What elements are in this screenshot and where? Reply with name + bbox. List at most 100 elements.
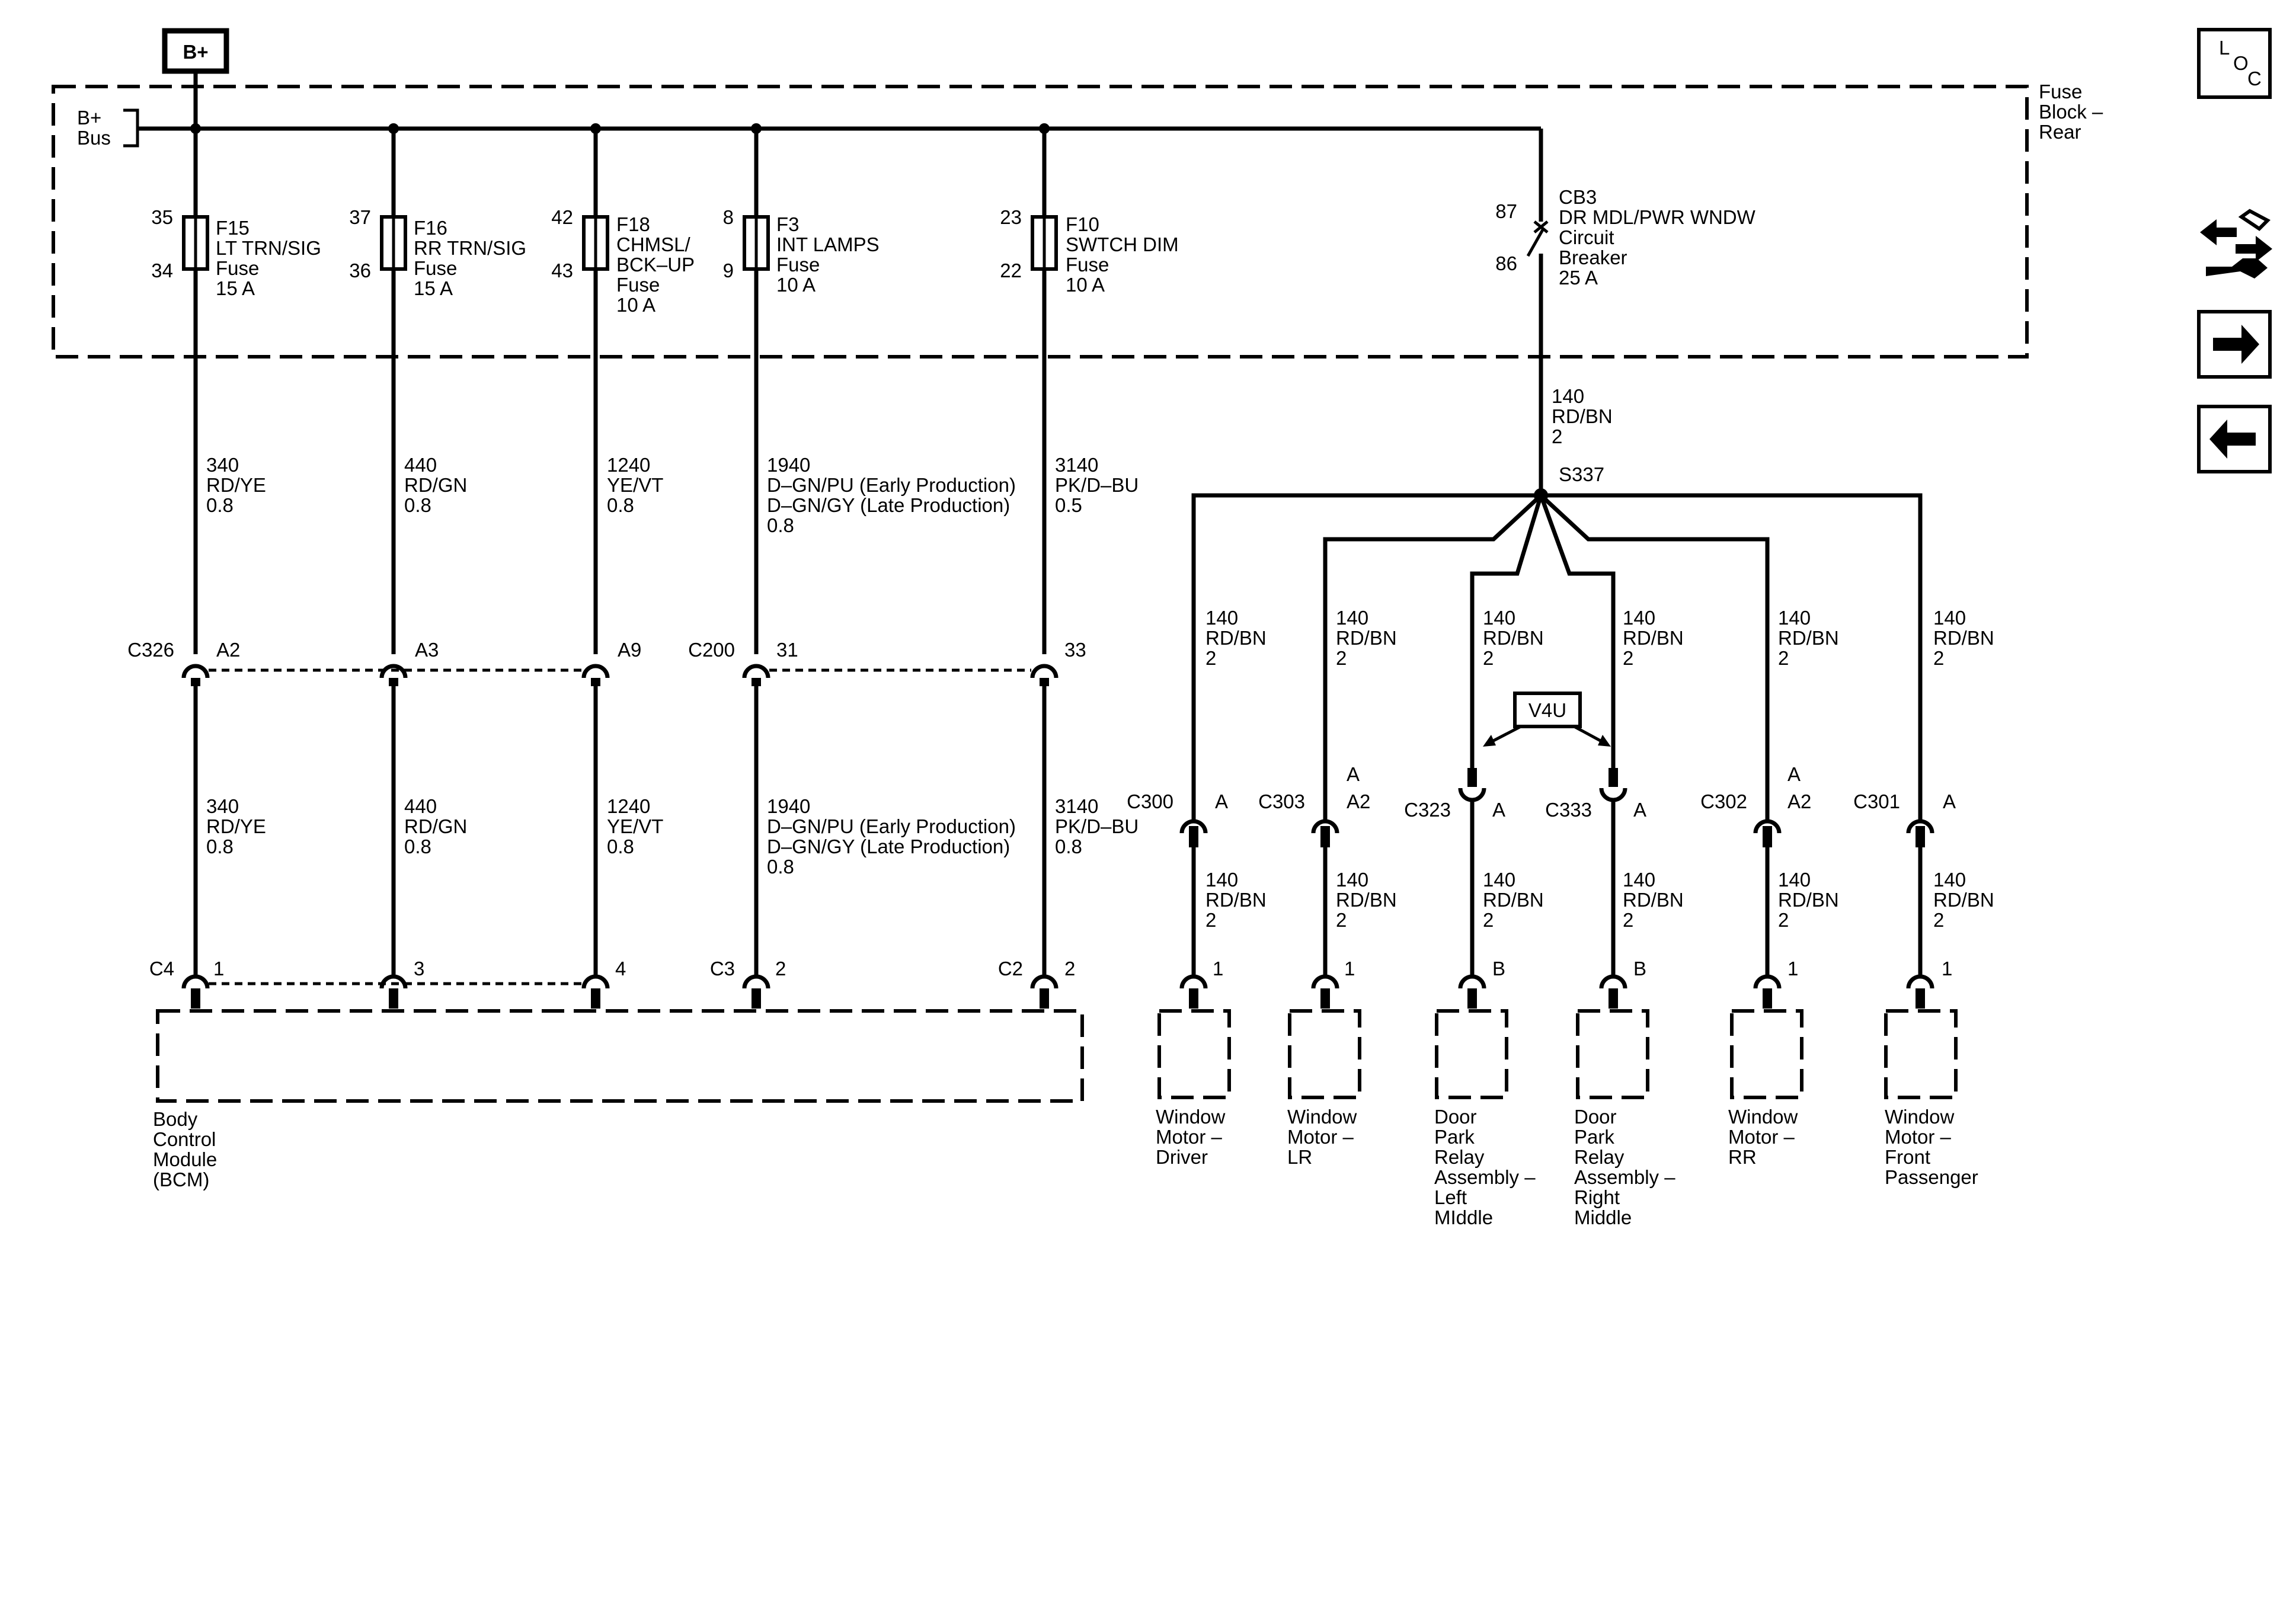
component-window-motor-lr: 1 Window Motor – LR <box>1287 958 1361 1168</box>
branch-wire-label-right-middle-upper: 140 RD/BN 2 <box>1623 607 1689 669</box>
svg-text:42: 42 <box>551 206 573 228</box>
branch-wire-label-lr-lower: 140 RD/BN 2 <box>1336 869 1402 931</box>
branch-wire-label-rr-lower: 140 RD/BN 2 <box>1778 869 1844 931</box>
branch-wire-label-passenger-upper: 140 RD/BN 2 <box>1933 607 2000 669</box>
splice-s337-branches <box>1191 488 1923 821</box>
component-window-motor-front-passenger: 1 Window Motor – Front Passenger <box>1884 958 1978 1188</box>
svg-text:A2: A2 <box>1347 790 1370 812</box>
branch-wire-label-rr-upper: 140 RD/BN 2 <box>1778 607 1844 669</box>
component-window-motor-rr: 1 Window Motor – RR <box>1728 958 1803 1168</box>
svg-text:23: 23 <box>1000 206 1022 228</box>
fuse-f15-label: F15 LT TRN/SIG Fuse 15 A <box>216 217 327 299</box>
svg-text:1: 1 <box>1213 958 1223 980</box>
fuse-f10: 23 22 F10 SWTCH DIM Fuse 10 A <box>1000 129 1184 654</box>
svg-text:86: 86 <box>1495 252 1517 274</box>
svg-text:1: 1 <box>1942 958 1952 980</box>
wire-label-340-lower: 340 RD/YE 0.8 <box>206 795 271 857</box>
option-v4u: V4U <box>1483 692 1611 747</box>
previous-page-arrow-icon[interactable] <box>2197 405 2272 473</box>
svg-text:2: 2 <box>1064 958 1075 980</box>
bcm-feed-wires <box>193 686 1047 975</box>
svg-text:1: 1 <box>1787 958 1798 980</box>
svg-text:A: A <box>1943 790 1956 812</box>
svg-text:C300: C300 <box>1127 790 1173 812</box>
wire-label-1940-lower: 1940 D–GN/PU (Early Production) D–GN/GY … <box>767 795 1021 878</box>
wire-label-3140-upper: 3140 PK/D–BU 0.5 <box>1055 454 1144 516</box>
component-door-park-relay-left-middle: B Door Park Relay Assembly – Left MIddle <box>1434 958 1541 1228</box>
svg-text:C301: C301 <box>1853 790 1900 812</box>
svg-text:A: A <box>1215 790 1228 812</box>
svg-text:C2: C2 <box>998 958 1023 980</box>
fuse-block-rear-outline <box>52 85 2029 359</box>
svg-text:C323: C323 <box>1404 799 1451 821</box>
svg-text:37: 37 <box>349 206 371 228</box>
branch-wire-label-left-middle-upper: 140 RD/BN 2 <box>1483 607 1549 669</box>
wire-label-1240-lower: 1240 YE/VT 0.8 <box>607 795 669 857</box>
component-window-motor-driver: 1 Window Motor – Driver <box>1156 958 1231 1168</box>
fuse-f10-label: F10 SWTCH DIM Fuse 10 A <box>1066 213 1184 296</box>
svg-text:9: 9 <box>723 260 734 281</box>
b-plus-bus-label: B+ Bus <box>77 107 111 149</box>
splice-s337-label: S337 <box>1559 463 1604 485</box>
svg-text:C: C <box>2247 68 2262 89</box>
svg-text:33: 33 <box>1064 639 1086 661</box>
svg-text:34: 34 <box>151 260 173 281</box>
fuse-f18: 42 43 F18 CHMSL/ BCK–UP Fuse 10 A <box>551 129 694 654</box>
component-door-park-relay-right-middle: B Door Park Relay Assembly – Right Middl… <box>1574 958 1681 1228</box>
wire-label-1240-upper: 1240 YE/VT 0.8 <box>607 454 669 516</box>
svg-text:31: 31 <box>776 639 798 661</box>
svg-text:36: 36 <box>349 260 371 281</box>
svg-text:22: 22 <box>1000 260 1022 281</box>
svg-text:87: 87 <box>1495 200 1517 222</box>
svg-text:C3: C3 <box>710 958 735 980</box>
fuse-f16-label: F16 RR TRN/SIG Fuse 15 A <box>414 217 532 299</box>
feed-wire-label: 140 RD/BN 2 <box>1552 385 1618 447</box>
svg-text:A9: A9 <box>618 639 641 661</box>
svg-text:Door Park Relay: Door Park Relay Assembly – Left MIddle <box>1434 1106 1541 1228</box>
svg-text:A2: A2 <box>1787 790 1811 812</box>
body-control-module-label: Body Control Module (BCM) <box>153 1108 222 1190</box>
svg-text:43: 43 <box>551 260 573 281</box>
svg-text:Window Motor – Dri: Window Motor – Driver <box>1156 1106 1231 1168</box>
svg-text:B: B <box>1492 958 1505 980</box>
svg-text:1: 1 <box>1344 958 1355 980</box>
branch-wire-label-passenger-lower: 140 RD/BN 2 <box>1933 869 2000 931</box>
wire-label-3140-lower: 3140 PK/D–BU 0.8 <box>1055 795 1144 857</box>
svg-text:3: 3 <box>414 958 424 980</box>
branch-wire-label-lr-upper: 140 RD/BN 2 <box>1336 607 1402 669</box>
connector-c303: C303 A A2 <box>1258 763 1370 977</box>
fuse-f15: 35 34 F15 LT TRN/SIG Fuse 15 A <box>151 129 327 654</box>
svg-text:C302: C302 <box>1700 790 1747 812</box>
svg-text:C4: C4 <box>149 958 174 980</box>
connector-c333: C333 A <box>1545 768 1646 977</box>
bcm-connectors: C4 1 3 4 C3 2 C2 2 <box>149 958 1075 1009</box>
connector-c302: C302 A A2 <box>1700 763 1811 977</box>
circuit-breaker-cb3: 87 86 CB3 DR MDL/PWR WNDW Circuit Breake… <box>1495 129 1761 495</box>
svg-text:B: B <box>1633 958 1646 980</box>
breaker-cb3-label: CB3 DR MDL/PWR WNDW Circuit Breaker 25 A <box>1559 186 1761 289</box>
svg-text:2: 2 <box>775 958 786 980</box>
svg-text:4: 4 <box>615 958 626 980</box>
svg-text:L: L <box>2219 37 2230 59</box>
svg-text:V4U: V4U <box>1528 699 1566 721</box>
svg-text:A: A <box>1492 799 1505 821</box>
svg-text:A: A <box>1787 763 1801 785</box>
branch-wire-label-driver-upper: 140 RD/BN 2 <box>1205 607 1272 669</box>
branch-wire-label-driver-lower: 140 RD/BN 2 <box>1205 869 1272 931</box>
svg-text:Door Park Relay: Door Park Relay Assembly – Right Middle <box>1574 1106 1681 1228</box>
svg-text:A: A <box>1347 763 1360 785</box>
fuse-f16: 37 36 F16 RR TRN/SIG Fuse 15 A <box>349 129 532 654</box>
wire-label-440-upper: 440 RD/GN 0.8 <box>404 454 473 516</box>
fuse-f3: 8 9 F3 INT LAMPS Fuse 10 A <box>723 129 880 654</box>
connector-wrench-icon[interactable] <box>2200 209 2272 279</box>
svg-text:35: 35 <box>151 206 173 228</box>
body-control-module-outline <box>156 1009 1084 1103</box>
branch-wire-label-left-middle-lower: 140 RD/BN 2 <box>1483 869 1549 931</box>
next-page-arrow-icon[interactable] <box>2197 310 2272 379</box>
wire-label-1940-upper: 1940 D–GN/PU (Early Production) D–GN/GY … <box>767 454 1021 536</box>
svg-text:Window Motor – RR: Window Motor – RR <box>1728 1106 1803 1168</box>
svg-text:A3: A3 <box>415 639 439 661</box>
component-locator-icon[interactable]: L O C <box>2197 28 2272 99</box>
b-plus-source-label: B+ <box>183 41 208 63</box>
